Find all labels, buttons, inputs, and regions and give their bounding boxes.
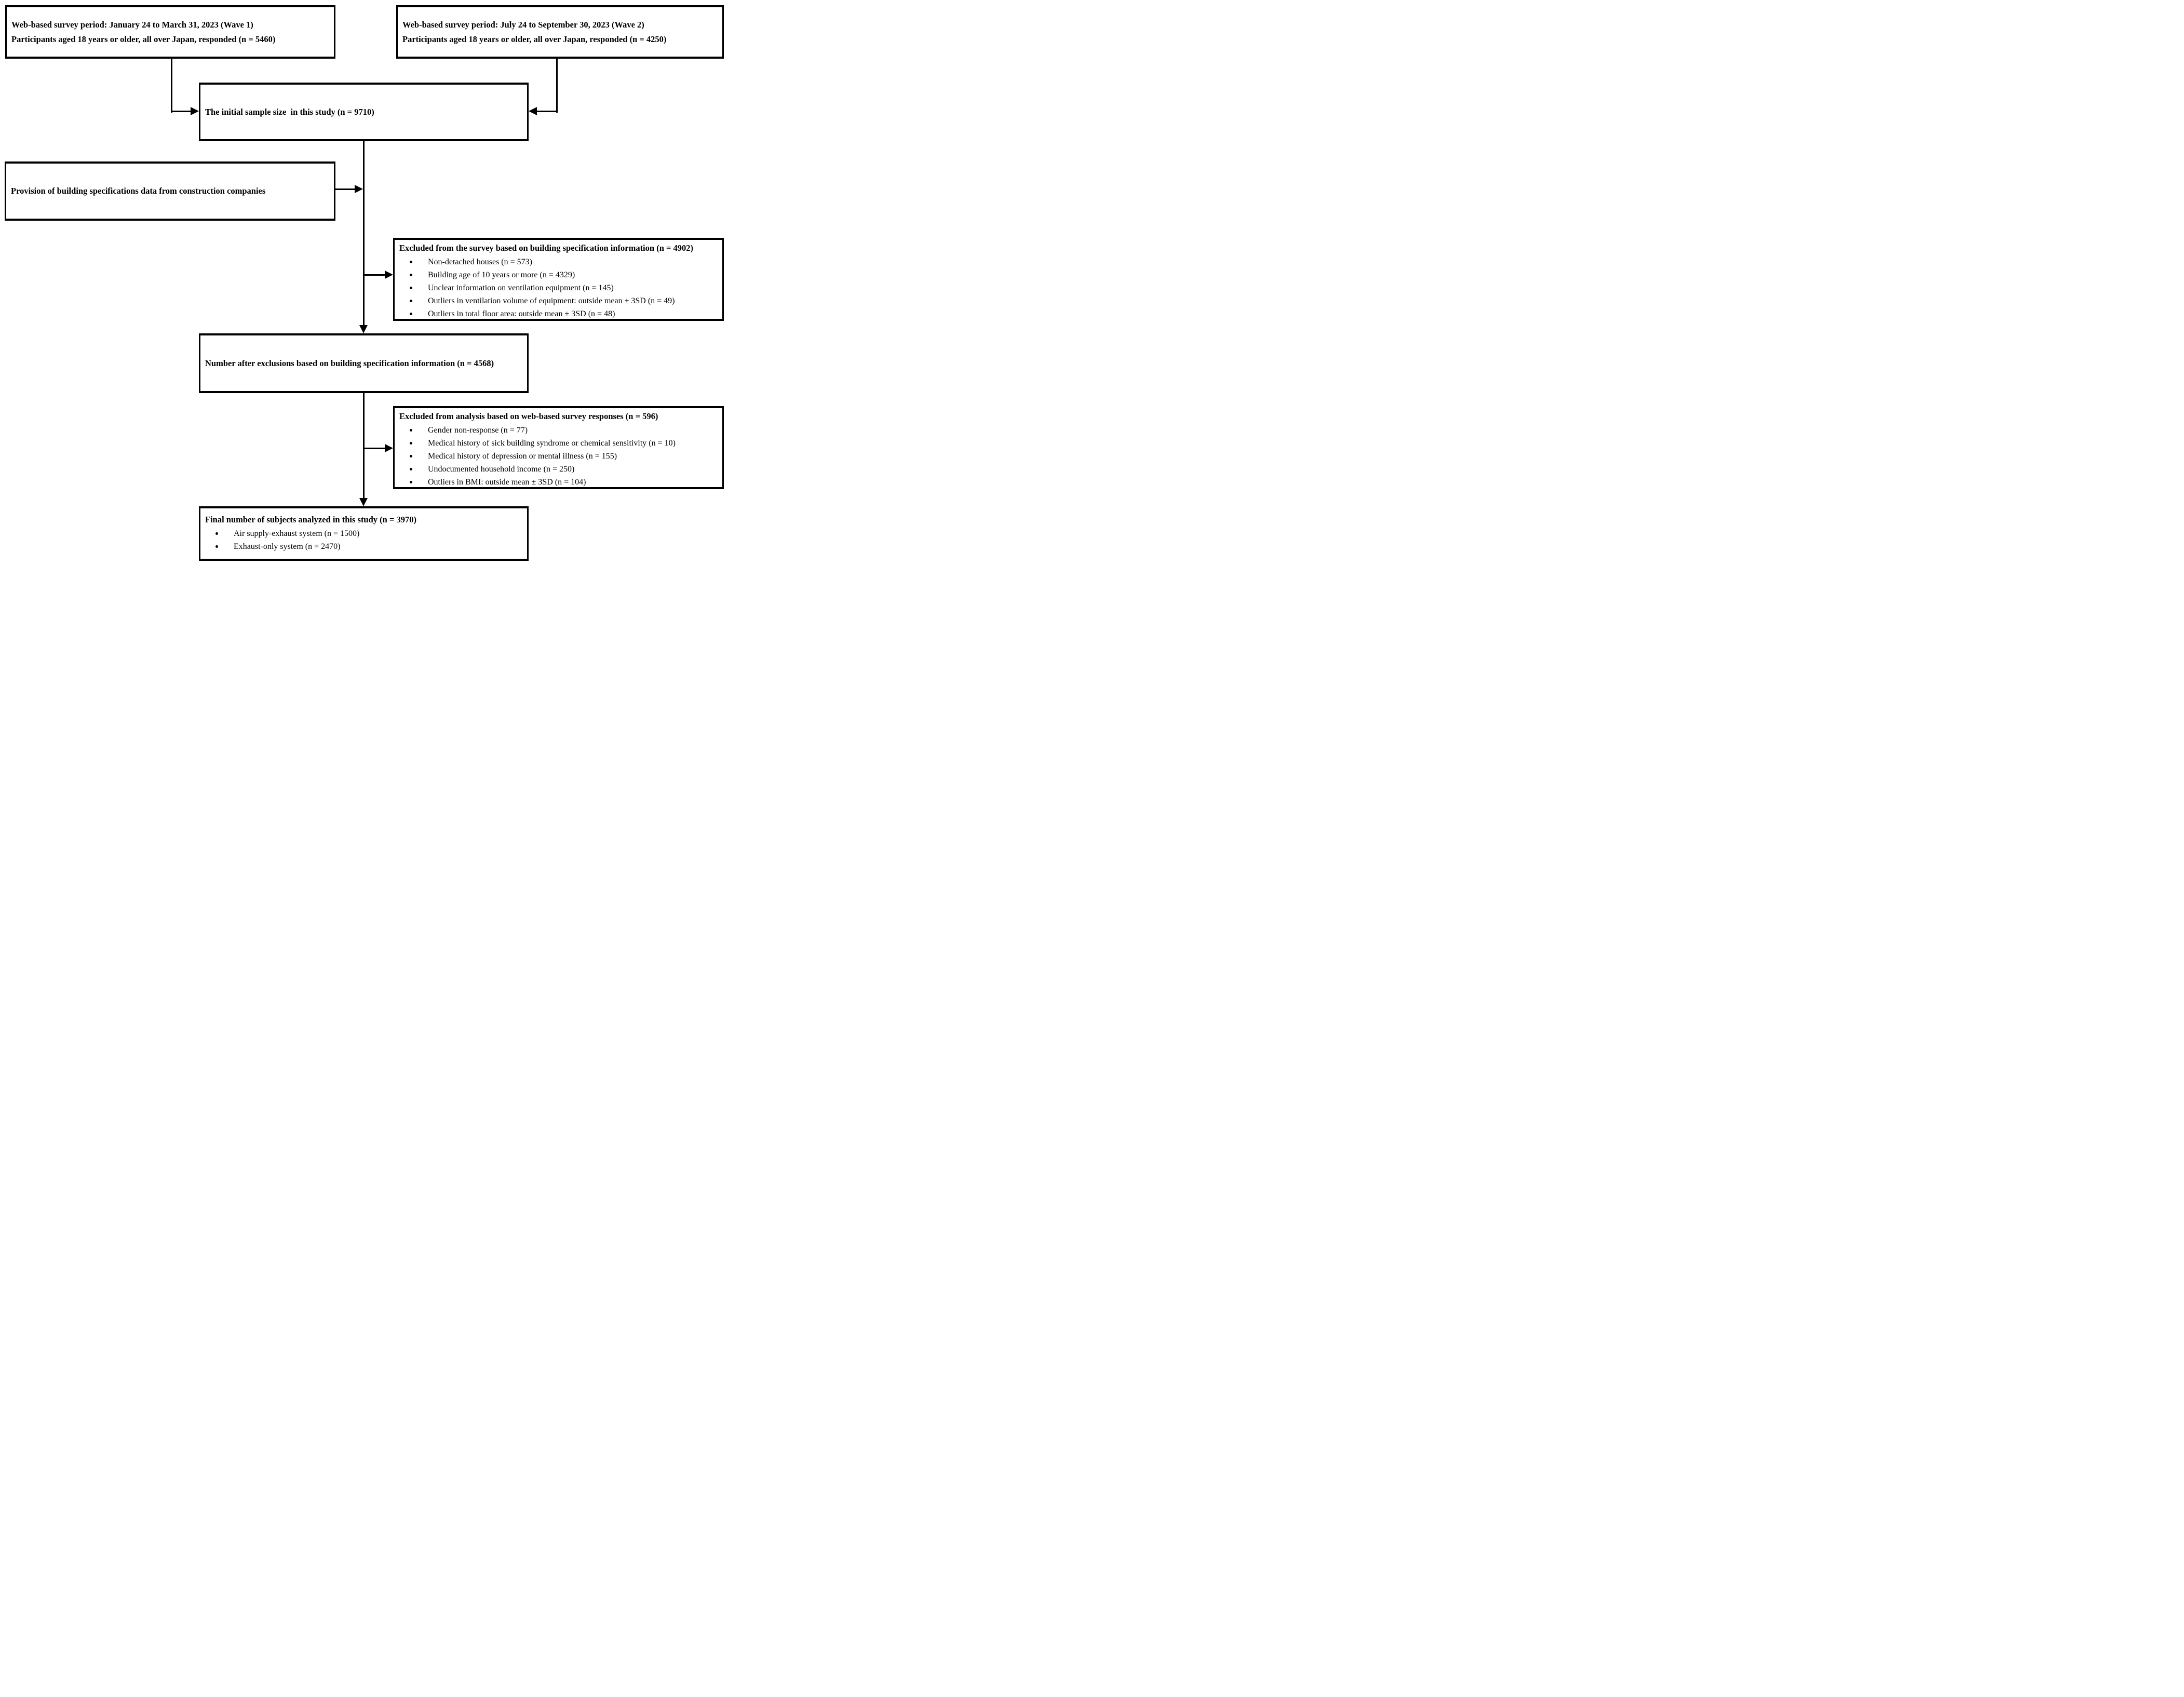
box-text-line: Web-based survey period: January 24 to M…	[11, 19, 253, 30]
bullet-text: Outliers in total floor area: outside me…	[428, 309, 615, 318]
study-flow-diagram: Web-based survey period: January 24 to M…	[0, 0, 728, 565]
connector-wave1-horizontal	[171, 111, 191, 112]
connector-branch-excl2	[363, 448, 385, 449]
connector-branch-excl1	[363, 274, 385, 276]
box-excluded-building-spec: Excluded from the survey based on buildi…	[393, 238, 724, 321]
exclusion-list: Gender non-response (n = 77) Medical his…	[395, 424, 722, 487]
exclusion-list: Non-detached houses (n = 573) Building a…	[395, 255, 722, 319]
box-wave1-survey: Web-based survey period: January 24 to M…	[5, 5, 335, 59]
bullet-text: Gender non-response (n = 77)	[428, 426, 528, 435]
connector-wave2-horizontal	[537, 111, 558, 112]
bullet-icon	[410, 468, 412, 470]
final-system-list: Air supply-exhaust system (n = 1500) Exh…	[200, 527, 527, 553]
arrowhead-right-icon	[385, 271, 393, 279]
list-item: Medical history of depression or mental …	[395, 450, 722, 463]
bullet-text: Air supply-exhaust system (n = 1500)	[234, 529, 360, 538]
list-item: Unclear information on ventilation equip…	[395, 281, 722, 294]
list-item: Outliers in ventilation volume of equipm…	[395, 294, 722, 307]
bullet-text: Undocumented household income (n = 250)	[428, 465, 575, 474]
box-title: Final number of subjects analyzed in thi…	[205, 515, 416, 524]
bullet-icon	[410, 442, 412, 445]
connector-trunk-lower	[363, 393, 365, 498]
list-item: Air supply-exhaust system (n = 1500)	[200, 527, 527, 540]
box-excluded-survey-responses: Excluded from analysis based on web-base…	[393, 406, 724, 489]
box-text-line: Web-based survey period: July 24 to Sept…	[402, 19, 644, 30]
arrowhead-right-icon	[385, 444, 393, 452]
bullet-icon	[215, 545, 218, 548]
bullet-icon	[410, 455, 412, 457]
bullet-icon	[215, 532, 218, 535]
arrowhead-right-icon	[355, 185, 363, 193]
bullet-text: Non-detached houses (n = 573)	[428, 258, 532, 266]
connector-wave2-vertical	[556, 59, 558, 113]
bullet-icon	[410, 274, 412, 276]
bullet-text: Exhaust-only system (n = 2470)	[234, 542, 341, 551]
box-number-after-exclusions: Number after exclusions based on buildin…	[199, 333, 529, 393]
bullet-text: Building age of 10 years or more (n = 43…	[428, 271, 575, 279]
bullet-icon	[410, 287, 412, 289]
arrowhead-down-icon	[359, 325, 368, 333]
list-item: Gender non-response (n = 77)	[395, 424, 722, 437]
bullet-text: Medical history of sick building syndrom…	[428, 439, 676, 448]
connector-wave1-vertical	[171, 59, 172, 113]
list-item: Building age of 10 years or more (n = 43…	[395, 268, 722, 281]
box-title: Excluded from the survey based on buildi…	[399, 243, 694, 253]
list-item: Undocumented household income (n = 250)	[395, 463, 722, 476]
bullet-text: Medical history of depression or mental …	[428, 452, 617, 461]
arrowhead-down-icon	[359, 498, 368, 506]
box-wave2-survey: Web-based survey period: July 24 to Sept…	[396, 5, 724, 59]
list-item: Non-detached houses (n = 573)	[395, 255, 722, 268]
bullet-icon	[410, 429, 412, 432]
list-item: Outliers in BMI: outside mean ± 3SD (n =…	[395, 476, 722, 487]
bullet-icon	[410, 261, 412, 263]
list-item: Exhaust-only system (n = 2470)	[200, 540, 527, 553]
bullet-text: Outliers in BMI: outside mean ± 3SD (n =…	[428, 478, 586, 487]
box-text-line: Provision of building specifications dat…	[11, 186, 266, 196]
box-text-line: The initial sample size in this study (n…	[205, 106, 374, 117]
bullet-icon	[410, 313, 412, 315]
bullet-icon	[410, 481, 412, 483]
list-item: Outliers in total floor area: outside me…	[395, 307, 722, 319]
box-initial-sample: The initial sample size in this study (n…	[199, 83, 529, 141]
arrowhead-right-icon	[191, 107, 199, 115]
bullet-text: Unclear information on ventilation equip…	[428, 284, 614, 292]
bullet-text: Outliers in ventilation volume of equipm…	[428, 297, 675, 305]
arrowhead-left-icon	[529, 107, 537, 115]
box-final-analyzed: Final number of subjects analyzed in thi…	[199, 506, 529, 561]
bullet-icon	[410, 300, 412, 302]
connector-trunk-upper	[363, 141, 365, 325]
list-item: Medical history of sick building syndrom…	[395, 437, 722, 450]
box-provision-data: Provision of building specifications dat…	[5, 161, 335, 221]
box-text-line: Participants aged 18 years or older, all…	[11, 34, 276, 44]
box-text-line: Participants aged 18 years or older, all…	[402, 34, 667, 44]
box-text-line: Number after exclusions based on buildin…	[205, 358, 494, 368]
connector-provision-horizontal	[335, 188, 355, 190]
box-title: Excluded from analysis based on web-base…	[399, 411, 658, 421]
